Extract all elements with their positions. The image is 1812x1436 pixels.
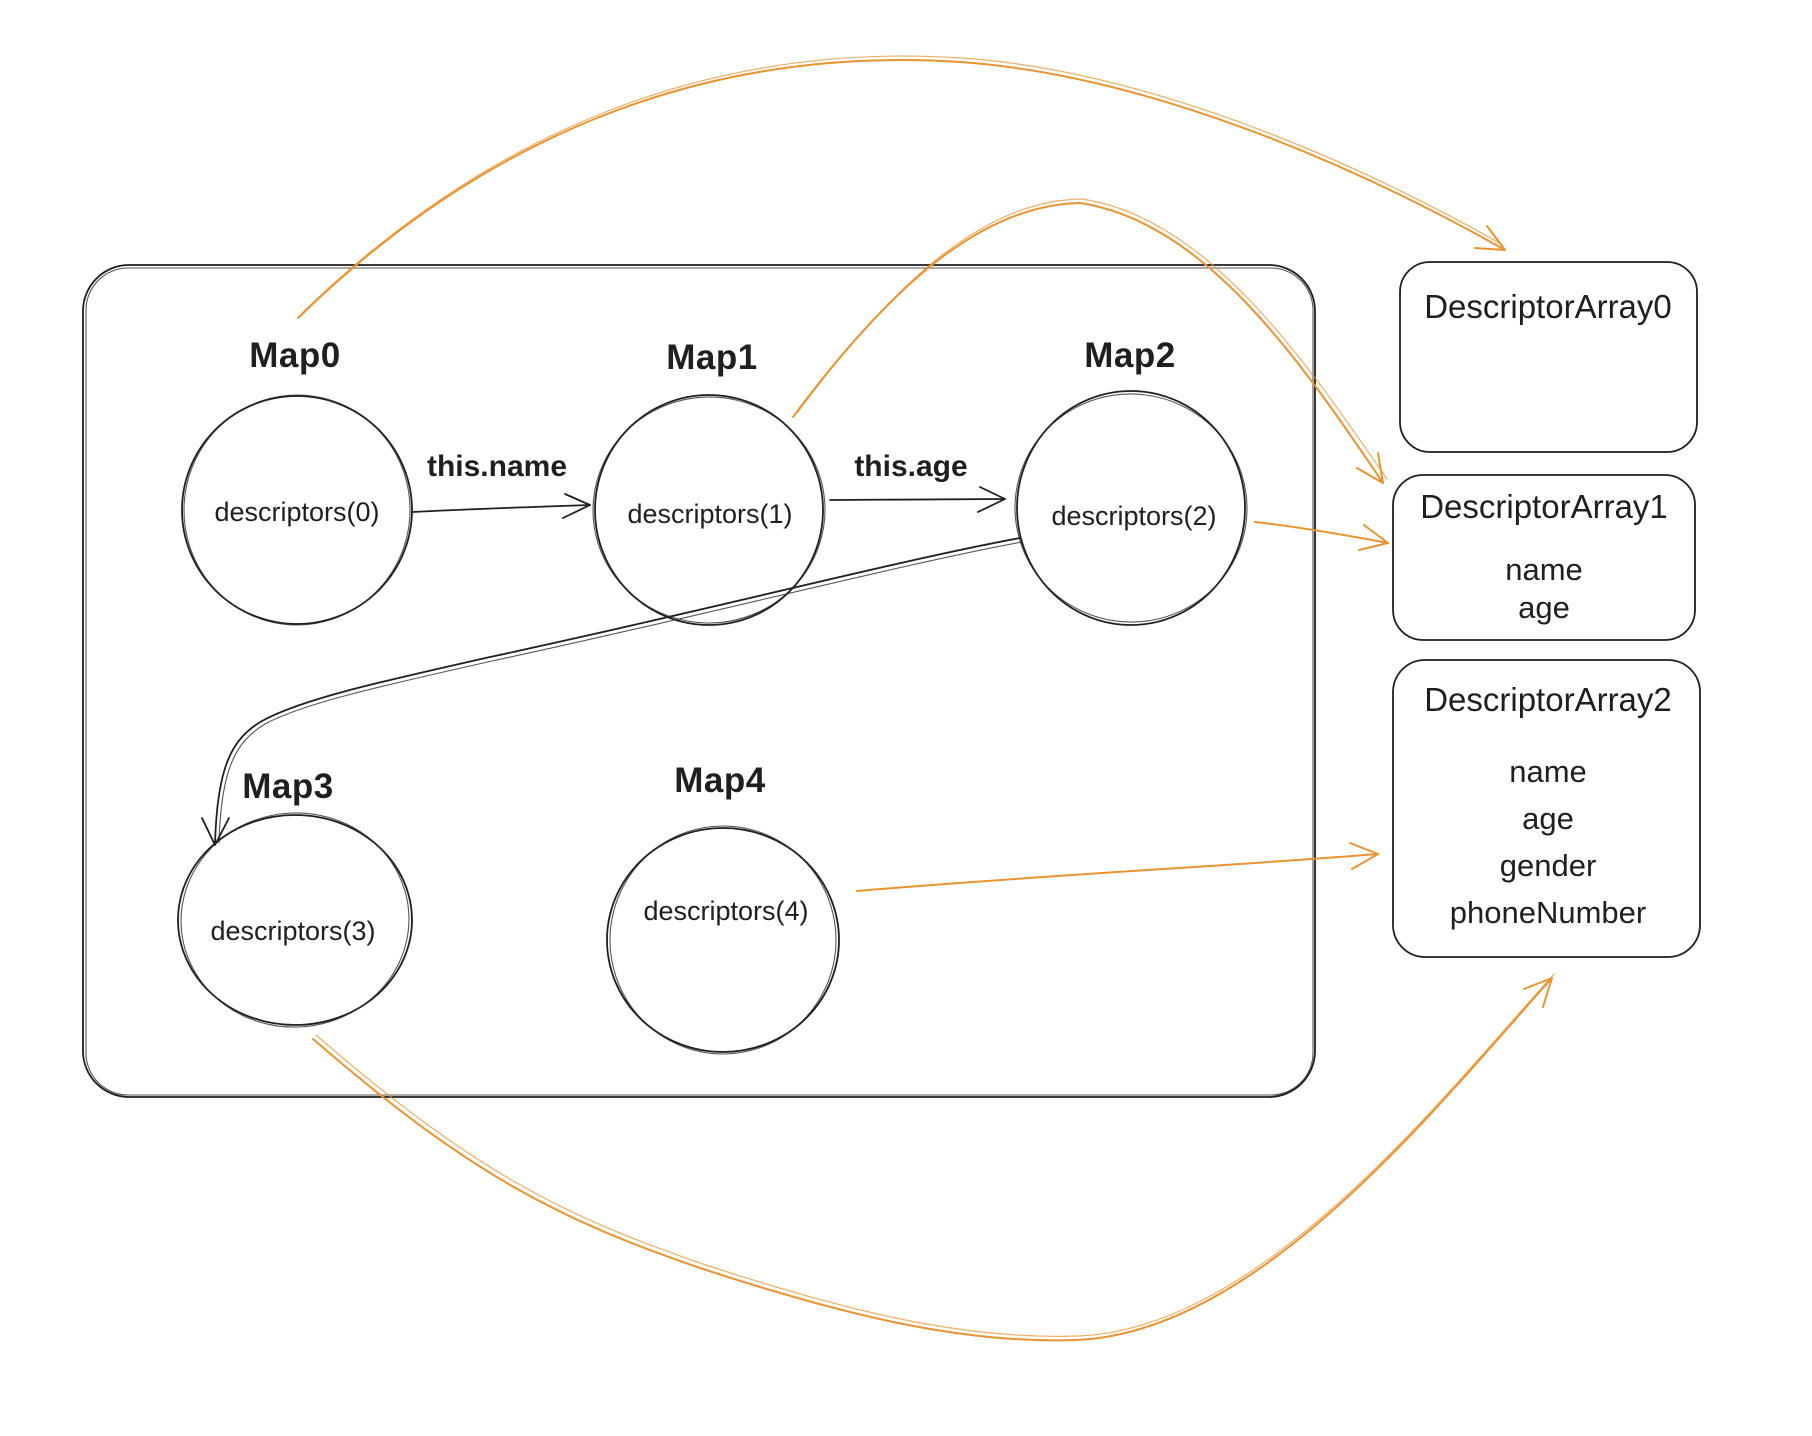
descriptor-array-0-box: DescriptorArray0 [1399, 261, 1698, 453]
map0-label: Map0 [249, 336, 340, 375]
map0-node: Map0 descriptors(0) [181, 336, 413, 626]
map4-circle [606, 827, 840, 1053]
map4-node: Map4 descriptors(4) [606, 761, 840, 1055]
descriptor-links [297, 55, 1555, 1342]
map2-circle-sketch [1014, 393, 1248, 623]
arrowhead-descriptorarray1-top [1356, 452, 1384, 484]
descriptor-array-1-field-age: age [1518, 590, 1570, 625]
descriptor-array-2-title: DescriptorArray2 [1424, 681, 1672, 718]
map1-circle [594, 394, 824, 626]
map1-circle-sketch [592, 396, 826, 624]
descriptor-array-0-outline [1399, 261, 1698, 453]
descriptor-array-1-field-name: name [1505, 552, 1583, 587]
arrowhead-map2 [977, 486, 1006, 513]
map3-label: Map3 [242, 767, 333, 806]
map2-descriptors: descriptors(2) [1051, 501, 1216, 531]
transition-arrow-map2-map3 [214, 537, 1021, 846]
descriptor-array-1-title: DescriptorArray1 [1420, 488, 1668, 525]
descriptor-array-1-box: DescriptorArray1 name age [1392, 474, 1696, 641]
transition-arrow-map0-map1 [412, 504, 591, 513]
map4-descriptors: descriptors(4) [643, 896, 808, 926]
transition-arrow-map1-map2 [829, 498, 1006, 501]
map0-circle [181, 395, 413, 625]
map0-circle-sketch [183, 394, 411, 626]
maps-container-outline [82, 264, 1316, 1098]
descriptor-array-2-box: DescriptorArray2 name age gender phoneNu… [1392, 659, 1701, 958]
descriptor-array-2-field-phonenumber: phoneNumber [1450, 895, 1646, 930]
arrowhead-descriptorarray0 [1474, 225, 1506, 251]
link-map0-descriptorarray0 [297, 59, 1506, 319]
map1-descriptors: descriptors(1) [627, 499, 792, 529]
map3-node: Map3 descriptors(3) [177, 767, 413, 1028]
link-map0-descriptorarray0-sketch [300, 55, 1504, 315]
arrowhead-descriptorarray1-left [1358, 524, 1389, 551]
transition-arrow-map2-map3-sketch [218, 541, 1023, 844]
arrowhead-descriptorarray2-left [1349, 842, 1379, 870]
map2-node: Map2 descriptors(2) [1014, 336, 1248, 626]
edge-label-this-name: this.name [427, 450, 567, 483]
arrowhead-descriptorarray2-bottom [1523, 977, 1553, 1008]
edge-label-this-age: this.age [854, 450, 967, 483]
maps-container-outline-sketch [85, 267, 1314, 1096]
arrowhead-map1 [562, 493, 591, 519]
descriptor-array-2-field-gender: gender [1500, 848, 1597, 883]
map3-descriptors: descriptors(3) [210, 916, 375, 946]
descriptor-array-2-field-name: name [1509, 754, 1587, 789]
map4-circle-sketch [609, 825, 837, 1055]
link-map3-descriptorarray2 [312, 977, 1553, 1342]
link-map3-descriptorarray2-sketch [315, 973, 1555, 1337]
descriptor-array-2-field-age: age [1522, 801, 1574, 836]
map1-label: Map1 [666, 338, 757, 377]
maps-container [82, 264, 1316, 1098]
link-map1-descriptorarray1-sketch [796, 198, 1388, 480]
link-map4-descriptorarray2 [856, 853, 1379, 892]
map3-circle-sketch [180, 812, 410, 1028]
link-map2-descriptorarray1 [1254, 521, 1389, 544]
map2-circle [1016, 390, 1246, 626]
arrowhead-map3 [201, 817, 230, 846]
map4-label: Map4 [674, 761, 766, 800]
map3-circle [177, 814, 413, 1026]
map0-descriptors: descriptors(0) [214, 497, 379, 527]
map2-label: Map2 [1084, 336, 1175, 375]
transition-arrows: this.name this.age [201, 450, 1023, 846]
map1-node: Map1 descriptors(1) [592, 338, 826, 626]
descriptor-array-2-outline [1392, 659, 1701, 958]
descriptor-array-1-outline [1392, 474, 1696, 641]
descriptor-array-0-title: DescriptorArray0 [1424, 288, 1672, 325]
